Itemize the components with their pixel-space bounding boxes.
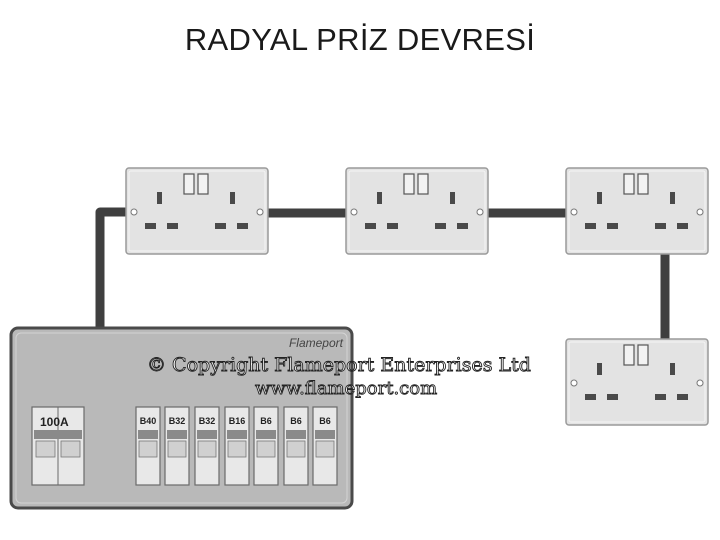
- socket-1: [125, 167, 269, 255]
- cable-route: [95, 207, 670, 340]
- socket-3: [565, 167, 709, 255]
- breaker-label: B6: [290, 416, 302, 426]
- breaker-label: B6: [260, 416, 272, 426]
- breaker-b6: B6: [253, 406, 279, 486]
- breaker-b6: B6: [312, 406, 338, 486]
- breaker-label: B40: [140, 416, 157, 426]
- breaker-label: B16: [229, 416, 246, 426]
- watermark-line-1: © Copyright Flameport Enterprises Ltd: [147, 354, 531, 376]
- breaker-label: B32: [169, 416, 186, 426]
- breaker-b6: B6: [283, 406, 309, 486]
- consumer-unit: Flameport 100A B40 B32 B32: [9, 326, 354, 510]
- breaker-b32: B32: [194, 406, 220, 486]
- copyright-watermark: © Copyright Flameport Enterprises Ltd ww…: [147, 354, 532, 400]
- watermark-line-2: www.flameport.com: [255, 378, 437, 399]
- main-switch: 100A: [31, 406, 85, 486]
- breaker-label: B32: [199, 416, 216, 426]
- breaker-label: B6: [319, 416, 331, 426]
- socket-2: [345, 167, 489, 255]
- page-title: RADYAL PRİZ DEVRESİ: [184, 22, 536, 57]
- breaker-b16: B16: [224, 406, 250, 486]
- brand-label: Flameport: [289, 336, 344, 350]
- breaker-b40: B40: [135, 406, 161, 486]
- socket-4: [565, 338, 709, 426]
- main-switch-label: 100A: [40, 415, 69, 429]
- breaker-b32: B32: [164, 406, 190, 486]
